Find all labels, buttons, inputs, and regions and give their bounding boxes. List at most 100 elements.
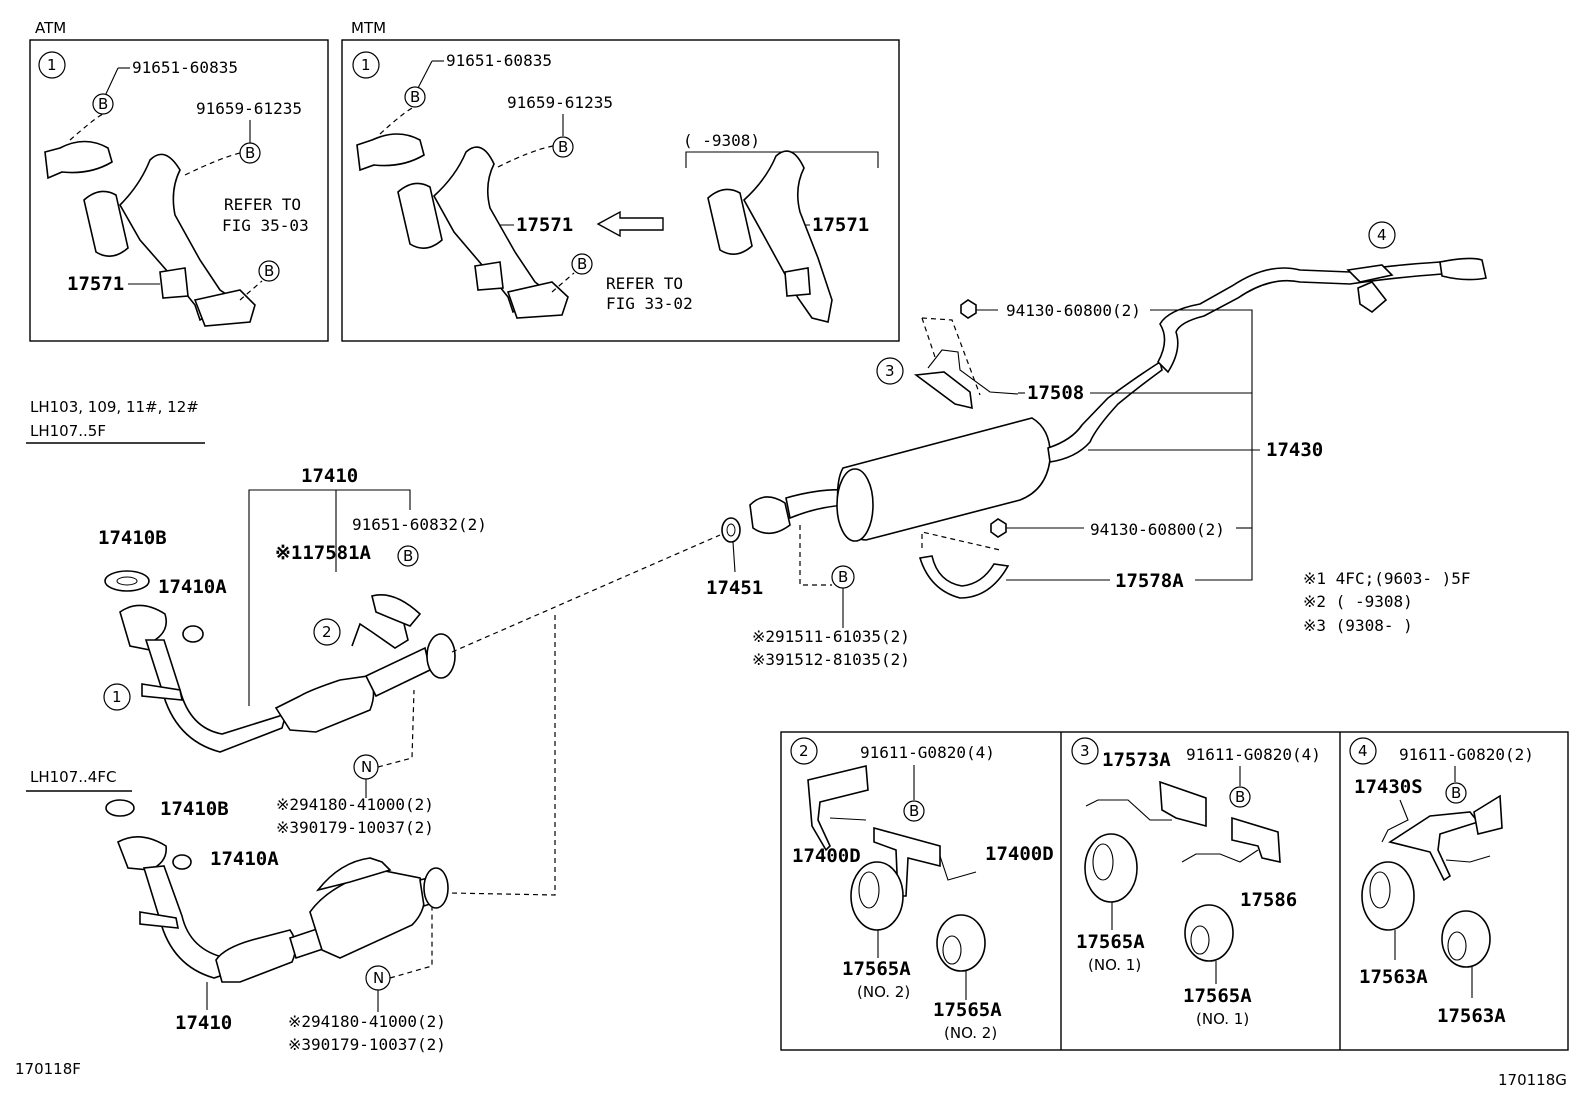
- part-sub-label: (NO. 2): [944, 1024, 997, 1042]
- part-label[interactable]: 91659-61235: [507, 93, 613, 112]
- part-label[interactable]: 17563A: [1359, 966, 1428, 988]
- callout-circle-1: [103, 683, 131, 711]
- note-text: ※3 (9308- ): [1303, 616, 1413, 635]
- callout-circle-1: [352, 51, 380, 79]
- muffler-drawing: [749, 257, 1487, 542]
- callout-b-label: B: [577, 255, 587, 273]
- notes: ※1 4FC;(9603- )5F ※2 ( -9308) ※3 (9308- …: [1303, 569, 1471, 635]
- part-label[interactable]: 17578A: [1115, 570, 1184, 592]
- model-label: LH107..4FC: [30, 768, 116, 786]
- callout-b-label: B: [403, 547, 413, 565]
- part-label[interactable]: ※294180-41000(2): [288, 1012, 446, 1031]
- callout-b: [1229, 786, 1251, 808]
- front-pipe-drawing-lh107: [117, 836, 449, 983]
- part-sub-label: (NO. 1): [1196, 1010, 1249, 1028]
- part-label[interactable]: 91611-G0820(2): [1399, 745, 1534, 764]
- callout-label: 4: [1358, 742, 1368, 760]
- atm-panel: ATM 1 91651-60835 91659-61235 17571 REFE…: [29, 19, 329, 342]
- part-label[interactable]: 17410B: [160, 798, 229, 820]
- part-sub-label: (NO. 1): [1088, 956, 1141, 974]
- detail-box-4: 4 91611-G0820(2) B 17430S 17563A 17563A: [1349, 737, 1534, 1027]
- callout-circle-3: [1071, 737, 1099, 765]
- part-label[interactable]: 17573A: [1102, 749, 1171, 771]
- part-label[interactable]: 17571: [516, 214, 573, 236]
- model-label: LH103, 109, 11#, 12#: [30, 398, 199, 416]
- part-label[interactable]: 17565A: [1183, 985, 1252, 1007]
- part-label[interactable]: 17571: [67, 273, 124, 295]
- part-label[interactable]: 17565A: [1076, 931, 1145, 953]
- part-label[interactable]: ※291511-61035(2): [752, 627, 910, 646]
- callout-b: [92, 93, 114, 115]
- part-label[interactable]: 17586: [1240, 889, 1297, 911]
- callout-b: [903, 800, 925, 822]
- callout-circle-1: [38, 51, 66, 79]
- part-label[interactable]: ※117581A: [275, 542, 372, 564]
- part-label[interactable]: 17410: [175, 1012, 232, 1034]
- part-label[interactable]: 17410: [301, 465, 358, 487]
- part-label[interactable]: 91659-61235: [196, 99, 302, 118]
- part-label[interactable]: ※390179-10037(2): [276, 818, 434, 837]
- part-label[interactable]: 94130-60800(2): [1090, 520, 1225, 539]
- callout-b: [571, 253, 593, 275]
- bracket-drawing-old: [707, 150, 833, 323]
- part-label[interactable]: 17400D: [792, 845, 861, 867]
- callout-b-label: B: [558, 138, 568, 156]
- callout-label: 1: [112, 688, 122, 706]
- part-label[interactable]: ※294180-41000(2): [276, 795, 434, 814]
- part-label[interactable]: ※390179-10037(2): [288, 1035, 446, 1054]
- atm-circle-label: 1: [47, 56, 57, 74]
- part-label[interactable]: 94130-60800(2): [1006, 301, 1141, 320]
- part-label[interactable]: 17508: [1027, 382, 1084, 404]
- detail-boxes: 2 91611-G0820(4) B 17400D 17400D 17565A …: [780, 731, 1569, 1051]
- part-label[interactable]: 17410A: [210, 848, 279, 870]
- callout-label: 2: [322, 623, 332, 641]
- part-label[interactable]: 17565A: [933, 999, 1002, 1021]
- callout-circle-2: [313, 618, 341, 646]
- callout-b: [397, 545, 419, 567]
- part-label[interactable]: 91611-G0820(4): [1186, 745, 1321, 764]
- refer-text[interactable]: REFER TO: [606, 274, 683, 293]
- part-label[interactable]: ※391512-81035(2): [752, 650, 910, 669]
- callout-label: 4: [1377, 226, 1387, 244]
- figure-code-left: 170118F: [15, 1060, 81, 1078]
- bracket-drawing: [44, 113, 263, 327]
- mtm-circle-label: 1: [361, 56, 371, 74]
- mtm-panel: MTM 1 91651-60835 91659-61235 17571 1757…: [341, 19, 900, 342]
- atm-title: ATM: [35, 19, 66, 37]
- part-label[interactable]: 91651-60835: [446, 51, 552, 70]
- callout-b-label: B: [245, 144, 255, 162]
- refer-text[interactable]: FIG 35-03: [222, 216, 309, 235]
- mtm-title: MTM: [351, 19, 386, 37]
- detail-box-2: 2 91611-G0820(4) B 17400D 17400D 17565A …: [790, 737, 1054, 1042]
- part-label[interactable]: 91651-60835: [132, 58, 238, 77]
- part-label[interactable]: 91611-G0820(4): [860, 743, 995, 762]
- part-label[interactable]: 17410B: [98, 527, 167, 549]
- refer-text[interactable]: REFER TO: [224, 195, 301, 214]
- callout-b-label: B: [98, 95, 108, 113]
- callout-n-label: N: [373, 969, 384, 987]
- part-label[interactable]: 91651-60832(2): [352, 515, 487, 534]
- part-label[interactable]: 17430: [1266, 439, 1323, 461]
- callout-b-label: B: [410, 88, 420, 106]
- part-label[interactable]: 17571: [812, 214, 869, 236]
- lh107-section: LH107..4FC 17410B 17410A 17410 N ※294180…: [26, 615, 556, 1054]
- main-muffler-section: 17451 4 3 17508 94130-60800(2: [706, 221, 1487, 669]
- callout-b-label: B: [1235, 788, 1245, 806]
- refer-text[interactable]: FIG 33-02: [606, 294, 693, 313]
- callout-b: [552, 136, 574, 158]
- detail-box-3: 3 17573A 91611-G0820(4) B 17586 17565A (…: [1071, 737, 1321, 1028]
- part-label[interactable]: 17565A: [842, 958, 911, 980]
- part-label[interactable]: 17451: [706, 577, 763, 599]
- hanger-bracket-drawing: [913, 317, 1019, 410]
- callout-b-label: B: [264, 262, 274, 280]
- callout-b: [1445, 782, 1467, 804]
- part-label[interactable]: 17400D: [985, 843, 1054, 865]
- callout-b-label: B: [909, 802, 919, 820]
- lh103-section: LH103, 109, 11#, 12# LH107..5F 17410 916…: [26, 398, 487, 837]
- part-label[interactable]: 17410A: [158, 576, 227, 598]
- part-label[interactable]: 17430S: [1354, 776, 1423, 798]
- callout-circle-4: [1349, 737, 1377, 765]
- part-label[interactable]: 17563A: [1437, 1005, 1506, 1027]
- part-sub-label: (NO. 2): [857, 983, 910, 1001]
